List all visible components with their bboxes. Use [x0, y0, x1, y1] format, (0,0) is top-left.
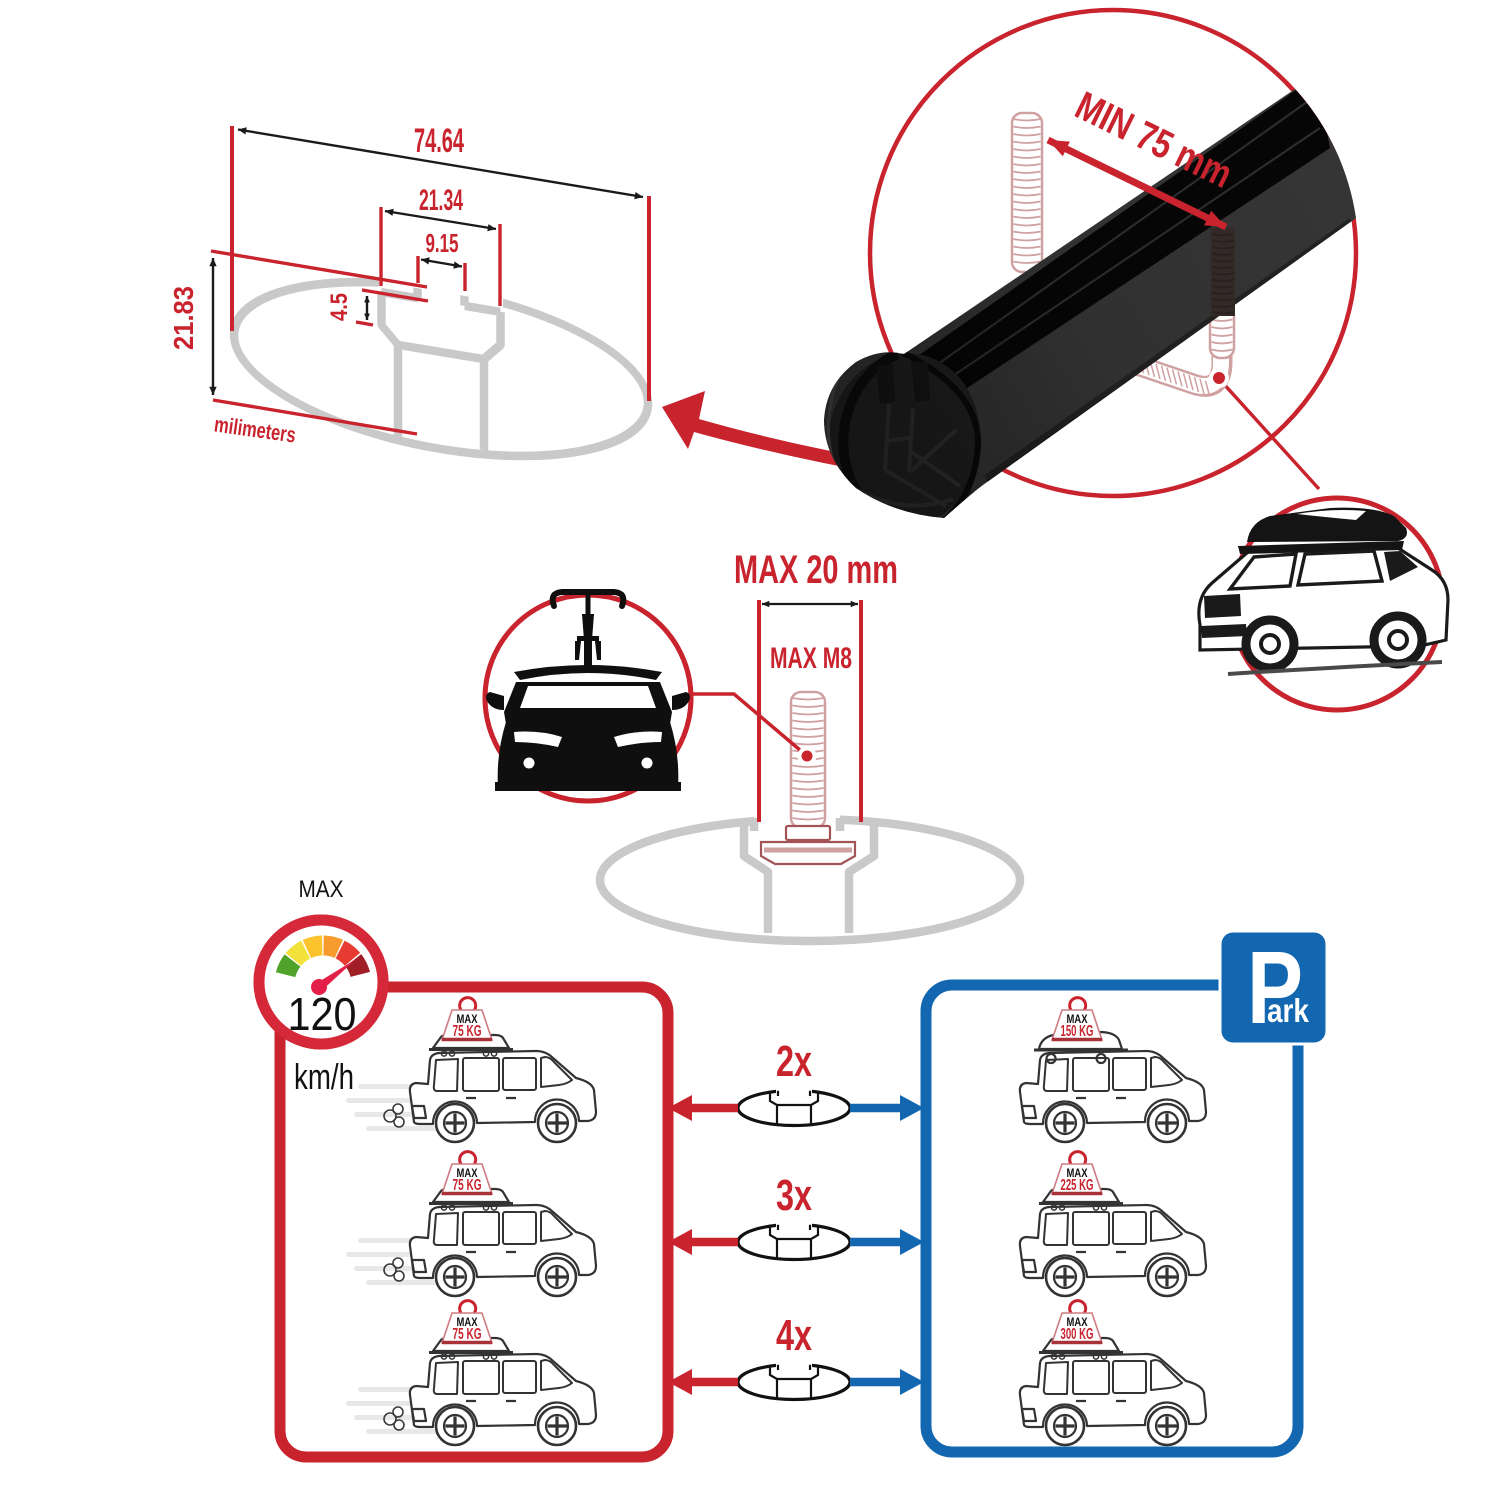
svg-text:150 KG: 150 KG	[1061, 1023, 1094, 1040]
svg-text:9.15: 9.15	[426, 228, 459, 258]
svg-text:225 KG: 225 KG	[1061, 1177, 1094, 1194]
svg-text:MAX: MAX	[299, 876, 344, 903]
svg-text:4.5: 4.5	[326, 293, 353, 321]
svg-text:ark: ark	[1267, 992, 1310, 1029]
svg-text:MAX: MAX	[457, 1315, 478, 1329]
svg-text:MAX: MAX	[457, 1012, 478, 1026]
svg-text:MAX: MAX	[1067, 1315, 1088, 1329]
svg-text:MAX: MAX	[1067, 1012, 1088, 1026]
svg-text:km/h: km/h	[294, 1056, 354, 1097]
svg-text:75 KG: 75 KG	[453, 1326, 482, 1343]
svg-text:MAX M8: MAX M8	[770, 642, 852, 675]
svg-text:74.64: 74.64	[414, 122, 464, 160]
svg-text:75 KG: 75 KG	[453, 1177, 482, 1194]
svg-text:MAX: MAX	[1067, 1166, 1088, 1180]
svg-text:MAX: MAX	[457, 1166, 478, 1180]
svg-text:21.83: 21.83	[168, 286, 199, 350]
svg-text:P: P	[1247, 930, 1303, 1045]
svg-text:3x: 3x	[776, 1171, 812, 1220]
svg-text:120: 120	[288, 988, 357, 1040]
svg-text:4x: 4x	[776, 1311, 812, 1360]
svg-text:2x: 2x	[776, 1037, 812, 1086]
svg-text:75 KG: 75 KG	[453, 1023, 482, 1040]
svg-text:MAX 20 mm: MAX 20 mm	[734, 548, 898, 592]
svg-text:300 KG: 300 KG	[1061, 1326, 1094, 1343]
svg-text:21.34: 21.34	[419, 184, 463, 217]
